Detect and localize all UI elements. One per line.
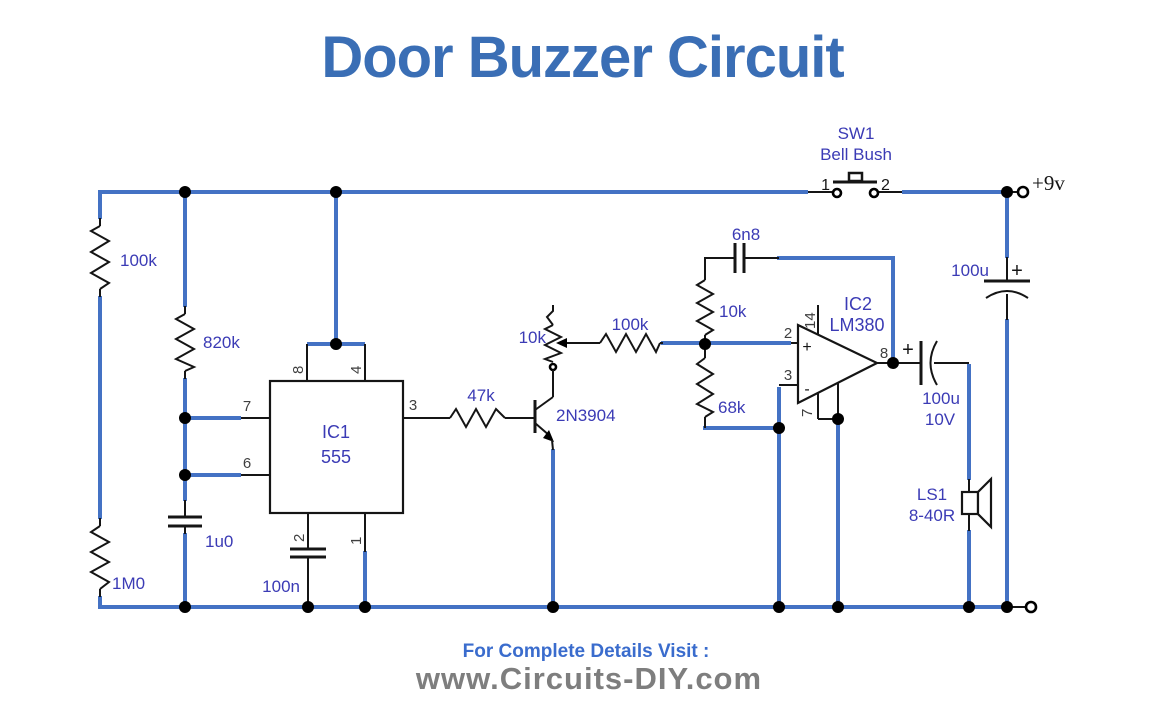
resistor-r6-100k: 100k [599, 315, 663, 355]
switch-ref-label: SW1 [838, 124, 875, 143]
ic1-pin6-label: 6 [243, 455, 251, 472]
capacitor-c5-plus-sign: + [1011, 260, 1023, 282]
switch-sw1-pushbutton: 1 2 SW1 Bell Bush [808, 124, 902, 199]
resistor-r6-label: 100k [612, 315, 649, 334]
ic2-part-label: LM380 [829, 315, 884, 335]
speaker-impedance-label: 8-40R [909, 506, 955, 525]
capacitor-c3-6n8: 6n8 [732, 225, 779, 273]
ic1-part-label: 555 [321, 447, 351, 467]
capacitor-c4-100u-10v: + 100u 10V [893, 339, 969, 429]
ic1-pin1-label: 1 [348, 537, 365, 545]
capacitor-c2-100n: 100n [262, 513, 326, 605]
capacitor-c4-voltage-label: 10V [925, 410, 956, 429]
ic2-minus-input-sign: - [804, 381, 809, 398]
junction-dots [179, 186, 1013, 613]
resistor-r7-label: 10k [719, 302, 747, 321]
capacitor-c1-1u0: 1u0 [168, 500, 233, 551]
ic1-pin7-label: 7 [243, 398, 251, 415]
ic2-plus-input-sign: + [802, 339, 811, 356]
ic1-ref-label: IC1 [322, 422, 350, 442]
capacitor-c4-plus-sign: + [902, 339, 914, 361]
ic1-555-timer: IC1 555 7 6 3 8 4 2 1 [241, 344, 417, 552]
switch-name-label: Bell Bush [820, 145, 892, 164]
speaker-ref-label: LS1 [917, 485, 947, 504]
ic2-ref-label: IC2 [844, 294, 872, 314]
ic2-pin14-label: 14 [802, 312, 819, 329]
pushbutton-actuator [847, 171, 864, 183]
wire-net [98, 190, 1009, 609]
footer-website: www.Circuits-DIY.com [415, 661, 763, 696]
potentiometer-label: 10k [519, 328, 547, 347]
ic1-pin8-label: 8 [290, 366, 307, 374]
resistor-r3-1m0: 1M0 [88, 518, 145, 597]
emitter-arrow [543, 430, 554, 442]
ic2-lm380-amplifier: + - IC2 LM380 2 3 8 14 7 [779, 294, 893, 420]
resistor-r7-10k: 10k [694, 257, 747, 346]
capacitor-c5-100u: + 100u [951, 257, 1030, 320]
capacitor-c3-label: 6n8 [732, 225, 760, 244]
resistor-r3-label: 1M0 [112, 574, 145, 593]
resistor-r1-label: 100k [120, 251, 157, 270]
capacitor-c4-value-label: 100u [922, 389, 960, 408]
resistor-r2-label: 820k [203, 333, 240, 352]
supply-terminal-ground [1007, 600, 1038, 614]
resistor-r8-label: 68k [718, 398, 746, 417]
ic2-pin3-label: 3 [784, 367, 792, 384]
resistor-r1-100k: 100k [88, 218, 157, 297]
resistor-r4-label: 47k [467, 386, 495, 405]
capacitor-c2-label: 100n [262, 577, 300, 596]
ic2-pin2-label: 2 [784, 325, 792, 342]
ic1-pin4-label: 4 [348, 366, 365, 374]
resistor-r4-47k: 47k [403, 386, 534, 430]
ic1-pin3-label: 3 [409, 397, 417, 414]
speaker-ls1: LS1 8-40R [909, 476, 993, 531]
resistor-r8-68k: 68k [694, 346, 746, 428]
page-title: Door Buzzer Circuit [321, 25, 844, 90]
ic2-pin7-label: 7 [799, 409, 816, 417]
footer-call-to-action: For Complete Details Visit : [462, 641, 710, 662]
transistor-q1-label: 2N3904 [556, 406, 616, 425]
switch-pin1-label: 1 [821, 177, 830, 194]
transistor-q1-2n3904: 2N3904 [533, 396, 616, 451]
capacitor-c5-value-label: 100u [951, 261, 989, 280]
supply-terminal-positive: +9v [1007, 171, 1065, 199]
capacitor-c1-label: 1u0 [205, 532, 233, 551]
supply-positive-label: +9v [1032, 171, 1065, 195]
potentiometer-10k: 10k [519, 305, 600, 397]
ic1-pin2-label: 2 [291, 534, 308, 542]
resistor-r2-820k: 820k [173, 306, 240, 379]
ic2-pin8-label: 8 [880, 345, 888, 362]
pot-wiper-arrow [556, 338, 567, 348]
switch-pin2-label: 2 [881, 177, 890, 194]
